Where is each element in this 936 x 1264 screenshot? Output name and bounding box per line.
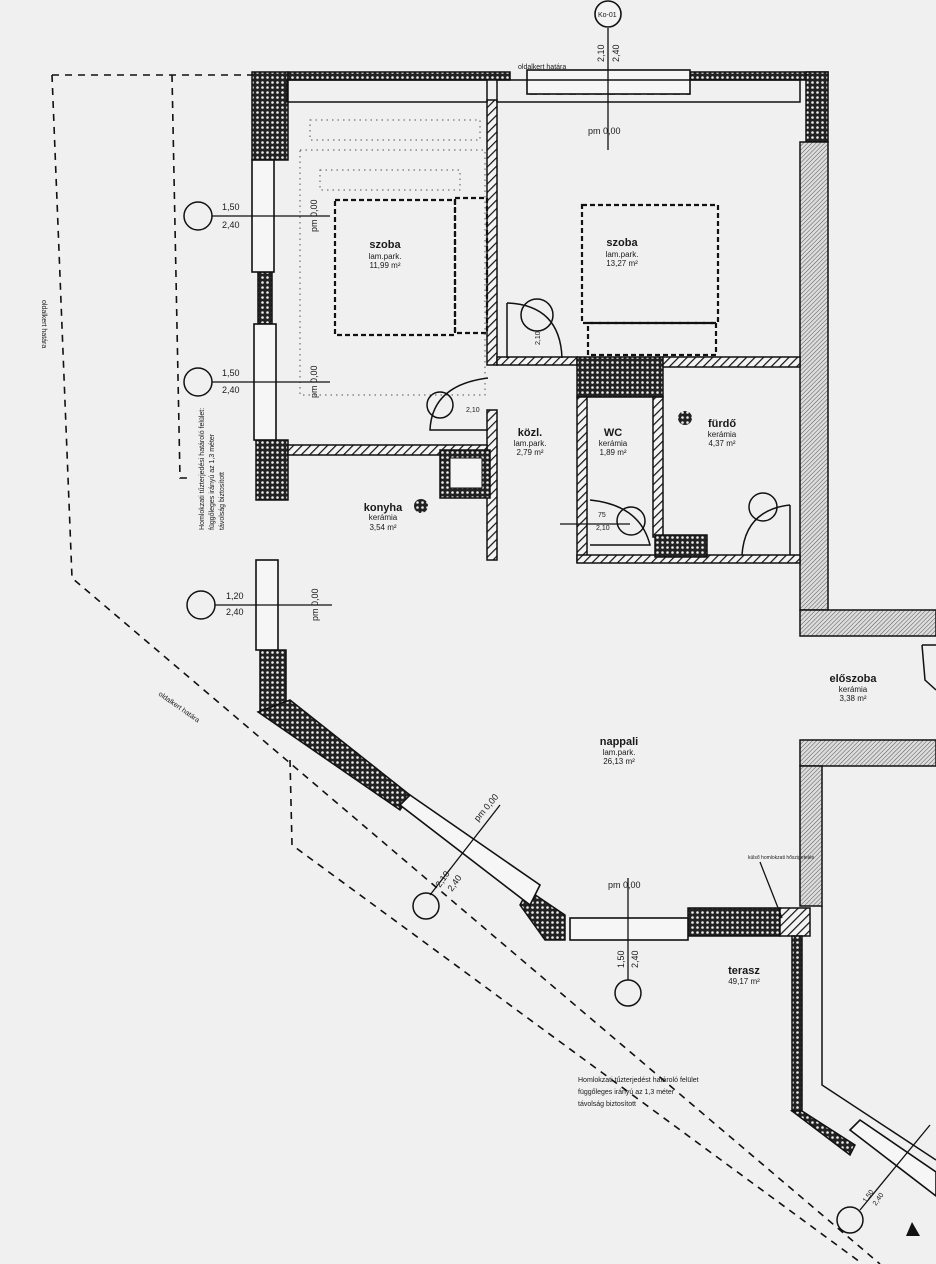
garden-boundary-label-top: oldalkert határa: [518, 64, 566, 71]
svg-text:2,40: 2,40: [226, 607, 244, 617]
interior-walls: [286, 79, 801, 564]
room-label-nappali: nappali lam.park. 26,13 m²: [600, 736, 639, 766]
svg-text:kerámia: kerámia: [369, 513, 398, 522]
room-label-terasz: terasz 49,17 m²: [728, 965, 760, 986]
room-label-wc: WC kerámia 1,89 m²: [599, 427, 628, 457]
facade-insulation-callout: külső homlokzati hőszigetelés: [748, 855, 815, 919]
svg-text:13,27 m²: 13,27 m²: [606, 259, 638, 268]
svg-text:2,10: 2,10: [596, 44, 606, 62]
svg-text:1,20: 1,20: [226, 591, 244, 601]
window-tag-left3: 1,20 2,40 pm 0,00: [186, 588, 332, 621]
svg-text:szoba: szoba: [369, 239, 401, 251]
svg-text:lam.park.: lam.park.: [606, 250, 639, 259]
svg-text:2,40: 2,40: [222, 220, 240, 230]
svg-text:előszoba: előszoba: [829, 673, 877, 685]
svg-text:pm 0,00: pm 0,00: [310, 588, 320, 621]
svg-text:konyha: konyha: [364, 502, 403, 514]
svg-text:terasz: terasz: [728, 965, 760, 977]
svg-text:pm 0,00: pm 0,00: [472, 792, 501, 823]
svg-text:3,38 m²: 3,38 m²: [839, 694, 866, 703]
svg-text:távolság biztosított: távolság biztosított: [219, 472, 226, 530]
svg-text:Homlokzati tűzterjedési határo: Homlokzati tűzterjedési határoló felület…: [199, 408, 206, 530]
svg-text:pm 0,00: pm 0,00: [608, 880, 641, 890]
svg-text:2,40: 2,40: [222, 385, 240, 395]
exterior-walls: [251, 71, 936, 1161]
svg-text:75: 75: [598, 512, 606, 519]
svg-text:pm 0,00: pm 0,00: [588, 126, 621, 136]
svg-text:lam.park.: lam.park.: [514, 439, 547, 448]
svg-text:4,37 m²: 4,37 m²: [708, 439, 735, 448]
room-label-konyha: konyha kerámia 3,54 m²: [364, 499, 428, 532]
svg-text:2,10: 2,10: [535, 331, 542, 345]
svg-text:2,10: 2,10: [596, 525, 610, 532]
window-tag-left1: 1,50 2,40 pm 0,00: [183, 199, 330, 232]
svg-text:távolság biztosított: távolság biztosított: [578, 1101, 636, 1108]
svg-text:függőleges irányú az 1,3 méter: függőleges irányú az 1,3 méter: [209, 433, 216, 530]
svg-text:3,54 m²: 3,54 m²: [369, 523, 396, 532]
svg-text:kerámia: kerámia: [599, 439, 628, 448]
svg-text:közl.: közl.: [518, 427, 542, 439]
svg-text:2,10: 2,10: [466, 407, 480, 414]
room-label-furdo: fürdő kerámia 4,37 m²: [678, 411, 737, 448]
svg-text:pm 0,00: pm 0,00: [309, 199, 319, 232]
svg-text:26,13 m²: 26,13 m²: [603, 757, 635, 766]
svg-text:nappali: nappali: [600, 736, 639, 748]
svg-text:49,17 m²: 49,17 m²: [728, 977, 760, 986]
room-label-eloszoba: előszoba kerámia 3,38 m²: [829, 673, 877, 703]
svg-text:pm 0,00: pm 0,00: [309, 365, 319, 398]
svg-text:1,89 m²: 1,89 m²: [599, 448, 626, 457]
svg-text:2,79 m²: 2,79 m²: [516, 448, 543, 457]
window-tag-bottom: 1,50 2,40 pm 0,00: [608, 878, 642, 1007]
svg-text:1,50: 1,50: [222, 368, 240, 378]
fire-note-left: Homlokzati tűzterjedési határoló felület…: [199, 408, 226, 530]
room-label-szoba-1: szoba lam.park. 11,99 m²: [369, 239, 402, 270]
window-tag-left2: 1,50 2,40 pm 0,00: [183, 365, 330, 398]
garden-boundary-label-diag: oldalkert határa: [157, 691, 201, 724]
furniture: [299, 119, 720, 396]
svg-text:WC: WC: [604, 427, 622, 439]
svg-text:Homlokzati tűzterjedést határo: Homlokzati tűzterjedést határoló felület: [578, 1077, 699, 1084]
svg-text:függőleges irányú az 1,3 méter: függőleges irányú az 1,3 méter: [578, 1089, 675, 1096]
property-boundary: [51, 74, 881, 1264]
svg-text:11,99 m²: 11,99 m²: [370, 261, 401, 270]
svg-text:Ko-01: Ko-01: [598, 12, 617, 19]
svg-text:lam.park.: lam.park.: [603, 748, 636, 757]
doors: 2,10 2,10 75 2,10: [426, 298, 936, 691]
svg-text:1,50: 1,50: [222, 202, 240, 212]
window-tag-top: Ko-01 2,10 2,40 pm 0,00: [588, 0, 622, 150]
fire-note-bottom: Homlokzati tűzterjedést határoló felület…: [578, 1077, 699, 1108]
room-label-szoba-2: szoba lam.park. 13,27 m²: [606, 237, 639, 268]
svg-text:lam.park.: lam.park.: [369, 252, 402, 261]
svg-text:1,50: 1,50: [616, 950, 626, 968]
svg-text:2,40: 2,40: [630, 950, 640, 968]
svg-text:külső homlokzati hőszigetelés: külső homlokzati hőszigetelés: [748, 855, 815, 861]
svg-text:kerámia: kerámia: [839, 685, 868, 694]
garden-boundary-label-left: oldalkert határa: [40, 300, 47, 348]
svg-text:2,40: 2,40: [611, 44, 621, 62]
svg-text:szoba: szoba: [606, 237, 638, 249]
room-label-kozl: közl. lam.park. 2,79 m²: [514, 427, 547, 457]
svg-text:fürdő: fürdő: [708, 418, 736, 430]
svg-text:kerámia: kerámia: [708, 430, 737, 439]
